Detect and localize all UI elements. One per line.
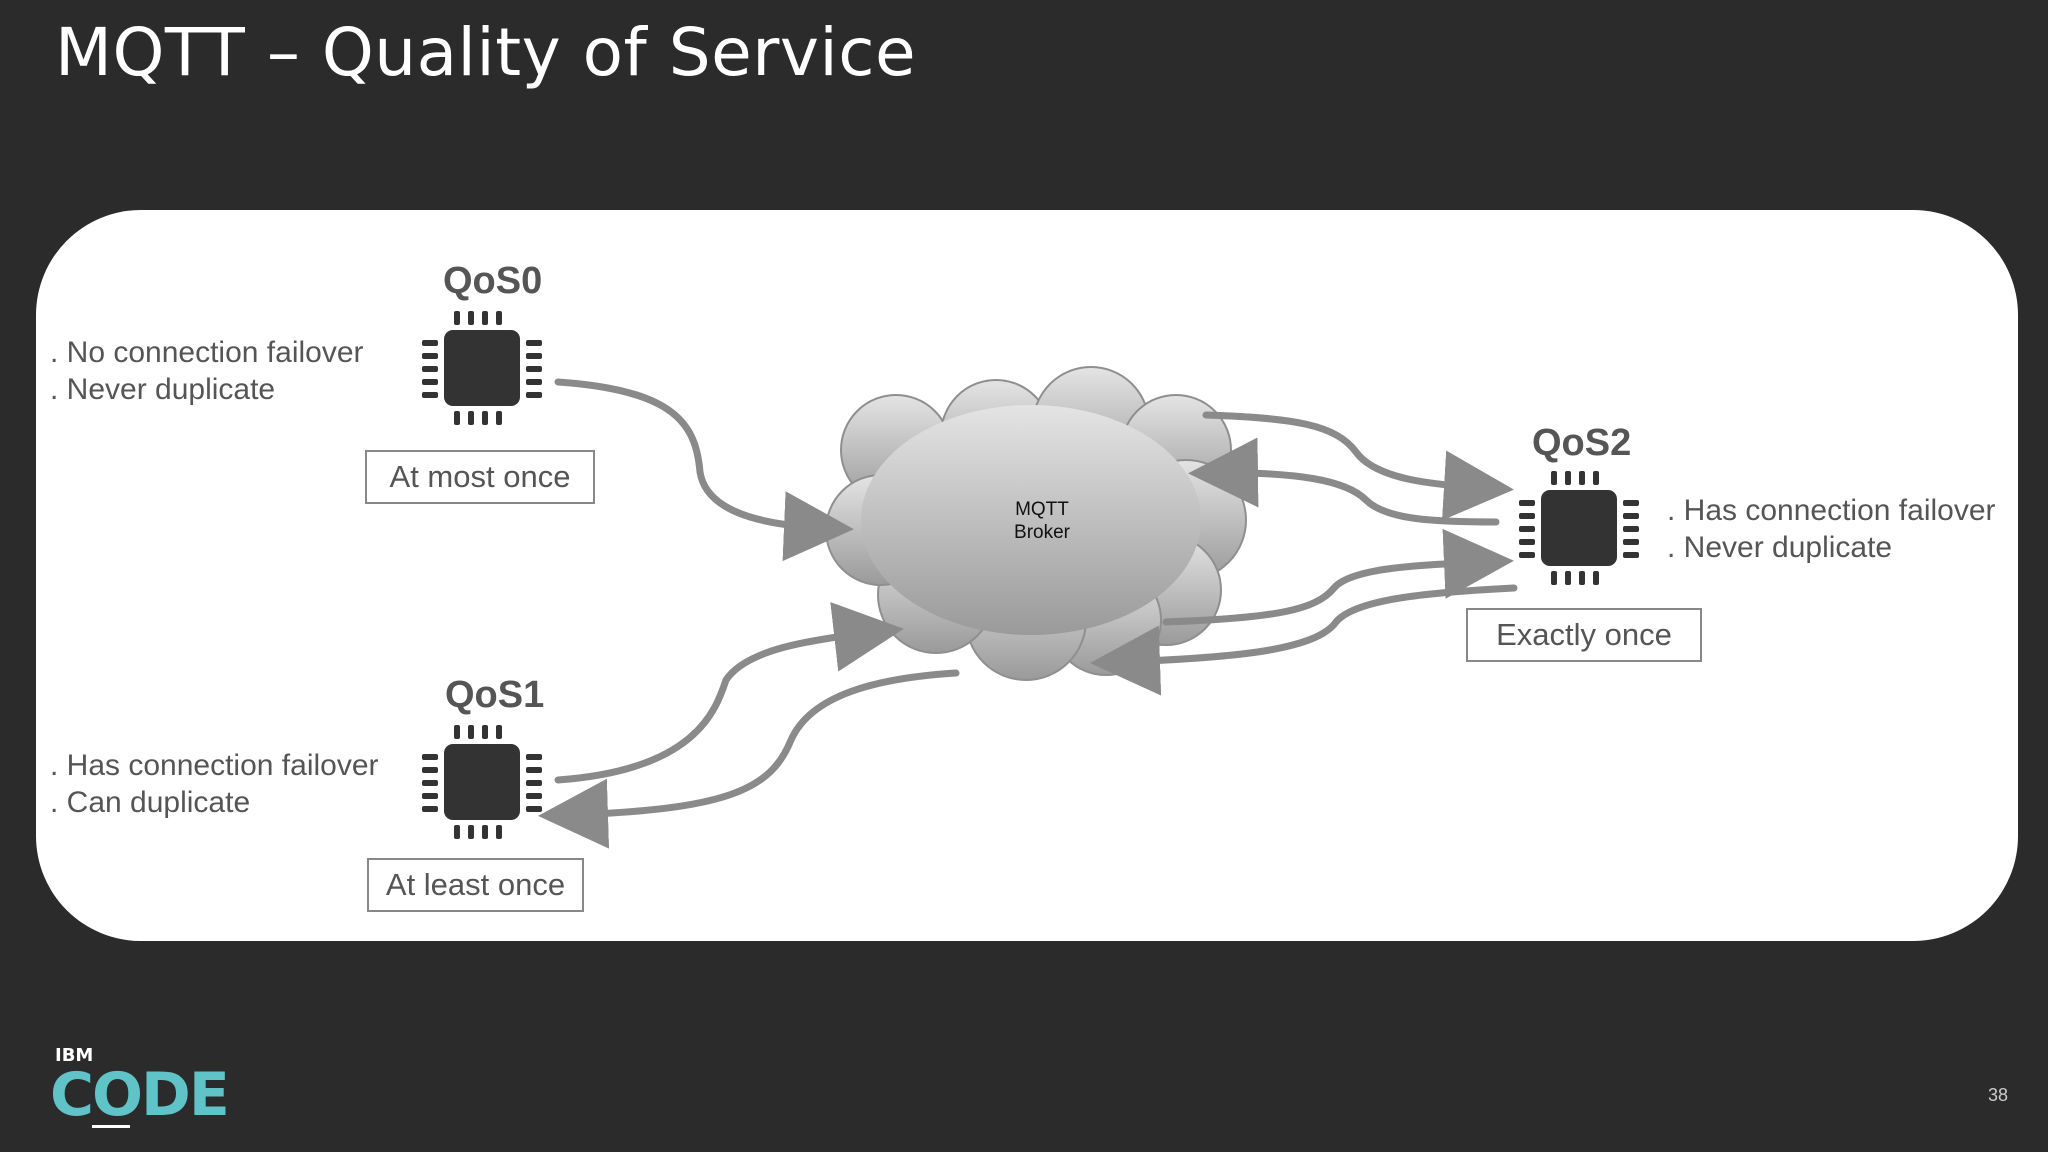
broker-label: MQTT Broker bbox=[972, 498, 1112, 544]
qos1-chip-icon bbox=[422, 725, 542, 839]
qos0-desc-failover: . No connection failover bbox=[50, 336, 364, 369]
qos2-chip-icon bbox=[1519, 471, 1639, 585]
qos1-label: QoS1 bbox=[445, 674, 545, 716]
logo-product: CODE bbox=[50, 1060, 230, 1130]
broker-label-line1: MQTT bbox=[1015, 499, 1069, 520]
qos2-label: QoS2 bbox=[1532, 422, 1632, 464]
page-number: 38 bbox=[1987, 1085, 2008, 1105]
qos1-desc-duplicate: . Can duplicate bbox=[50, 786, 251, 819]
broker-label-line2: Broker bbox=[1014, 522, 1070, 543]
qos0-box: At most once bbox=[365, 450, 595, 504]
qos0-chip-icon bbox=[422, 311, 542, 425]
diagram-canvas bbox=[422, 311, 1639, 849]
qos2-desc-duplicate: . Never duplicate bbox=[1667, 531, 1893, 564]
logo-underline bbox=[92, 1125, 130, 1128]
qos1-desc-failover: . Has connection failover bbox=[50, 749, 379, 782]
diagram-panel: QoS0 . No connection failover . Never du… bbox=[36, 210, 2018, 941]
arrow-icon bbox=[538, 378, 1518, 849]
qos0-label: QoS0 bbox=[443, 260, 543, 302]
qos1-box: At least once bbox=[367, 858, 584, 912]
qos0-desc-duplicate: . Never duplicate bbox=[50, 373, 276, 406]
qos2-desc-failover: . Has connection failover bbox=[1667, 494, 1996, 527]
slide-title: MQTT – Quality of Service bbox=[55, 14, 917, 91]
logo-brand: IBM bbox=[55, 1045, 94, 1066]
qos2-box: Exactly once bbox=[1466, 608, 1702, 662]
